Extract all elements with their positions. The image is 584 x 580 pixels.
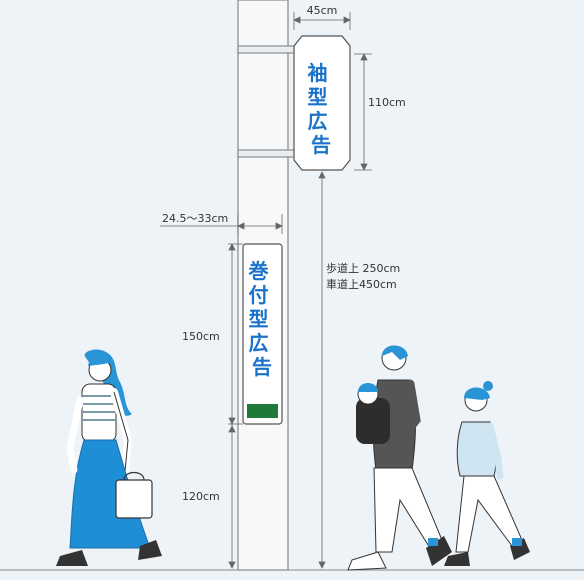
- sode-sign-text: 袖 型 広 告: [308, 61, 335, 157]
- sode-height-label: 110cm: [368, 96, 406, 109]
- sode-clearance-label-1: 歩道上 250cm: [326, 261, 400, 275]
- maki-ground-dimension: [228, 424, 236, 569]
- sode-clearance-dimension: [318, 171, 326, 569]
- maki-width-dimension: [160, 214, 283, 234]
- maki-width-label: 24.5〜33cm: [162, 212, 228, 225]
- sode-clearance-label-2: 車道上450cm: [326, 277, 397, 291]
- maki-ground-label: 120cm: [182, 490, 220, 503]
- man-carrying-baby-figure: [347, 345, 452, 571]
- sode-width-dimension: [293, 12, 351, 30]
- sode-width-label: 45cm: [307, 4, 338, 17]
- maki-height-label: 150cm: [182, 330, 220, 343]
- sode-height-dimension: [354, 53, 372, 171]
- maki-sign: 巻 付 型 広 告: [242, 243, 283, 425]
- woman-with-bag-figure: [56, 349, 162, 566]
- maki-sign-green-panel: [247, 404, 278, 418]
- child-figure: [444, 381, 530, 566]
- sode-sign: 袖 型 広 告: [293, 35, 351, 171]
- maki-sign-text: 巻 付 型 広 告: [248, 259, 276, 379]
- maki-height-dimension: [228, 243, 243, 425]
